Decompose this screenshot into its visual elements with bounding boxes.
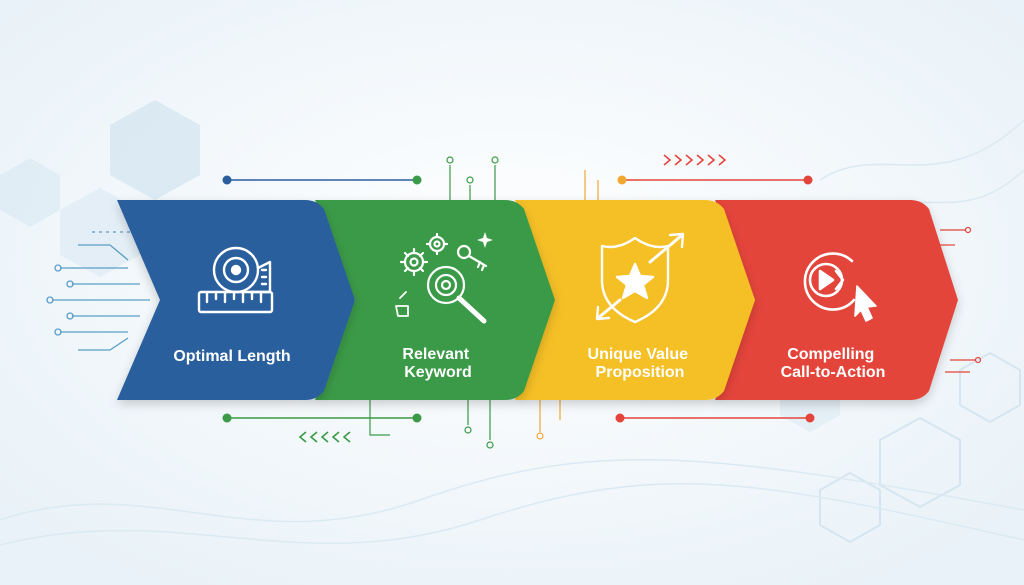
step-arrow-call-to-action [715,200,958,400]
step-label-unique-value-proposition: Unique Value Proposition [588,346,693,381]
shield-star-arrows-icon [595,232,685,324]
chevron-arrows-top [663,154,727,166]
circuit-lines-left [46,231,150,351]
chevron-arrows-bottom [298,431,351,443]
play-cursor-icon [803,252,877,322]
wave-decoration [0,119,1024,546]
connector-bottom-1 [222,413,422,423]
circuit-lines-right [940,226,982,373]
connector-bottom-2 [369,400,494,449]
step-arrow-unique-value [515,200,755,400]
connector-top-3 [584,170,813,200]
step-label-compelling-call-to-action: Compelling Call-to-Action [781,346,886,381]
measuring-tape-icon [197,246,274,314]
connector-top-1 [222,175,422,185]
step-arrow-optimal-length [117,200,355,400]
connector-bottom-3 [536,400,815,440]
connector-top-2 [446,156,499,200]
step-label-relevant-keyword: Relevant Keyword [402,346,473,381]
step-label-optimal-length: Optimal Length [173,348,290,365]
gears-magnifier-key-icon [395,232,493,324]
